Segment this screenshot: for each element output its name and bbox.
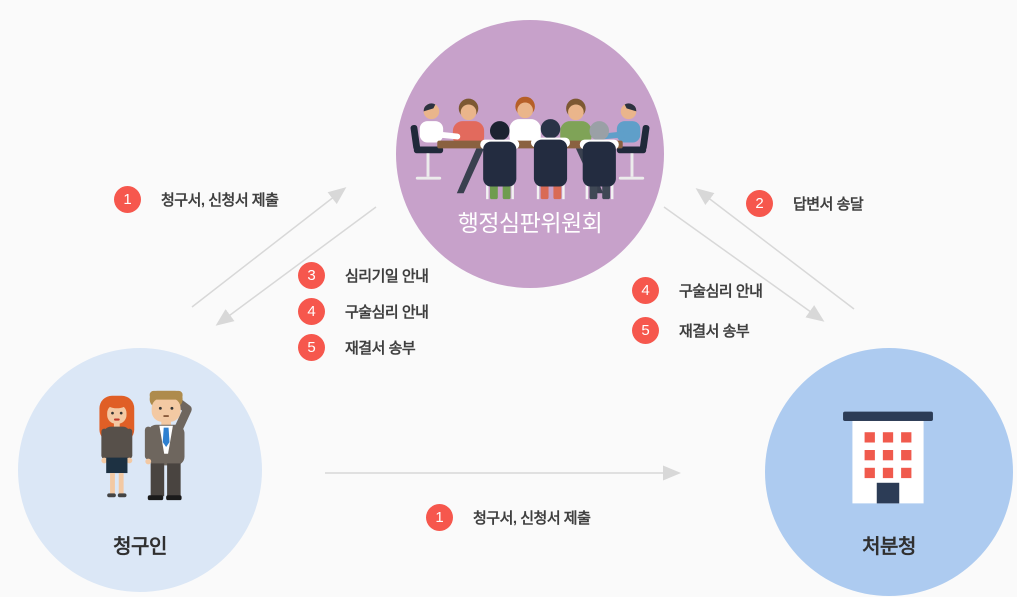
step-agency-to-commission: 2 답변서 송달 <box>746 190 864 217</box>
step-number-badge: 2 <box>746 190 773 217</box>
arrow-commission-to-claimant <box>215 206 377 326</box>
step-number-badge: 1 <box>426 504 453 531</box>
step-label: 청구서, 신청서 제출 <box>161 192 279 209</box>
step-commission-to-claimant-1: 3 심리기일 안내 <box>298 262 429 289</box>
step-commission-to-claimant-3: 5 재결서 송부 <box>298 334 416 361</box>
building-door <box>876 482 900 504</box>
step-label: 답변서 송달 <box>793 196 864 213</box>
step-label: 재결서 송부 <box>679 323 750 340</box>
step-label: 재결서 송부 <box>345 340 416 357</box>
agency-label: 처분청 <box>862 536 916 558</box>
step-number-badge: 3 <box>298 262 325 289</box>
meeting-illustration <box>410 96 650 200</box>
arrow-agency-to-commission <box>695 188 855 310</box>
step-claimant-to-commission: 1 청구서, 신청서 제출 <box>114 186 279 213</box>
meeting-front-row <box>480 119 619 200</box>
step-claimant-to-agency: 1 청구서, 신청서 제출 <box>426 504 591 531</box>
two-people-illustration <box>99 390 192 501</box>
woman-figure <box>99 395 135 498</box>
step-label: 심리기일 안내 <box>345 268 429 285</box>
arrow-commission-to-agency <box>663 206 825 322</box>
building-icon <box>843 411 933 504</box>
man-figure <box>144 390 192 501</box>
step-number-badge: 4 <box>298 298 325 325</box>
step-number-badge: 4 <box>632 277 659 304</box>
building-windows <box>864 432 912 479</box>
commission-label: 행정심판위원회 <box>457 210 603 236</box>
step-commission-to-claimant-2: 4 구술심리 안내 <box>298 298 429 325</box>
meeting-left-person <box>410 103 461 180</box>
node-claimant: 청구인 <box>18 348 262 592</box>
node-commission: 행정심판위원회 <box>396 20 664 288</box>
step-commission-to-agency-1: 4 구술심리 안내 <box>632 277 763 304</box>
step-label: 청구서, 신청서 제출 <box>473 510 591 527</box>
step-number-badge: 5 <box>298 334 325 361</box>
step-label: 구술심리 안내 <box>345 304 429 321</box>
step-label: 구술심리 안내 <box>679 283 763 300</box>
step-number-badge: 1 <box>114 186 141 213</box>
claimant-label: 청구인 <box>113 536 167 558</box>
step-commission-to-agency-2: 5 재결서 송부 <box>632 317 750 344</box>
meeting-back-row <box>452 96 592 147</box>
node-agency: 처분청 <box>765 348 1013 596</box>
arrow-claimant-to-commission <box>191 187 347 308</box>
step-number-badge: 5 <box>632 317 659 344</box>
